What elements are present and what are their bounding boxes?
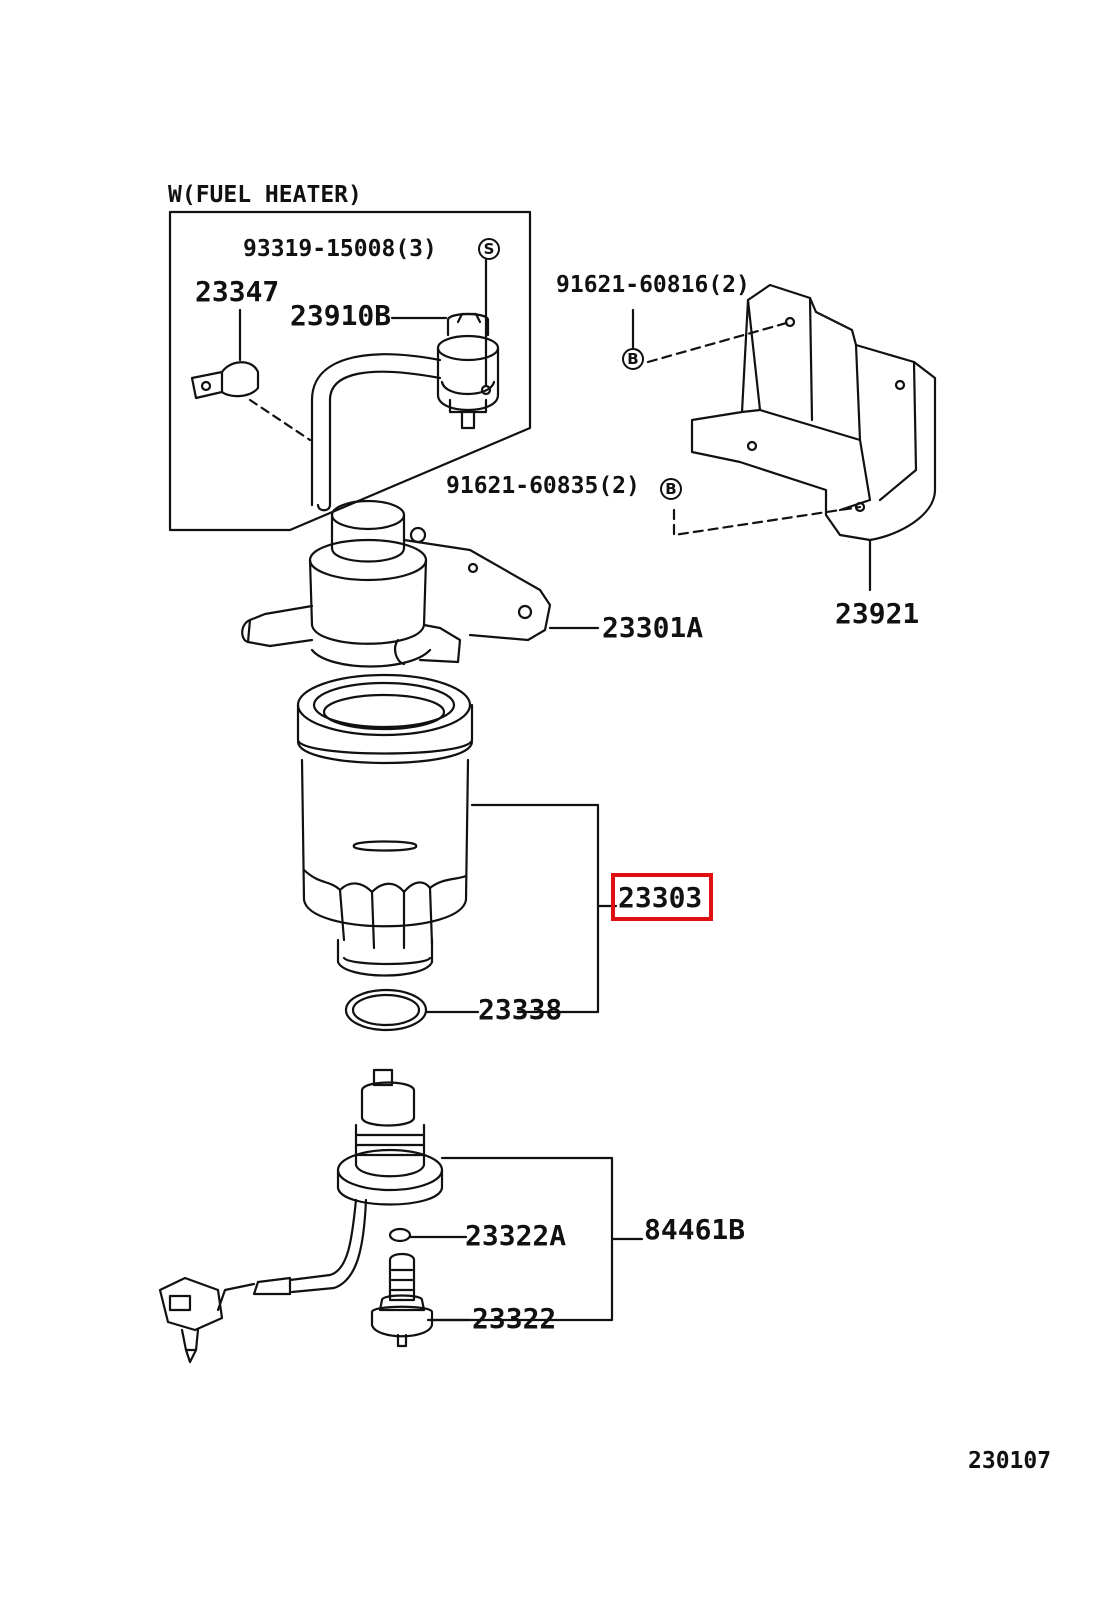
part-label-23910b[interactable]: 23910B [290,299,392,332]
part-label-84461b[interactable]: 84461B [644,1213,746,1246]
filter-head-23301a [241,499,600,668]
part-label-23303[interactable]: 23303 [618,881,703,914]
badge-b-upper: B [622,348,644,370]
part-label-23347[interactable]: 23347 [195,275,280,308]
water-sensor-84461b [158,1068,644,1364]
part-label-23921[interactable]: 23921 [835,597,920,630]
bracket-23921 [631,283,937,592]
drain-plug-23322 [370,1252,472,1348]
o-ring-23338 [344,988,480,1032]
inset-title: W(FUEL HEATER) [168,182,362,208]
fuel-heater-switch [436,258,500,430]
part-label-91621-60835[interactable]: 91621-60835(2) [446,473,640,499]
clamp-23347 [190,308,312,442]
fuel-heater-inset-box [168,210,532,532]
badge-b-lower: B [660,478,682,500]
part-label-91621-60816[interactable]: 91621-60816(2) [556,272,750,298]
highlight-box [611,873,713,921]
heater-hose-23910b [310,316,448,512]
part-label-93319[interactable]: 93319-15008(3) [243,236,437,262]
part-label-23322[interactable]: 23322 [472,1302,557,1335]
filter-cartridge-23303 [296,673,618,1014]
o-ring-23322a [388,1227,468,1243]
badge-s: S [478,238,500,260]
part-label-23322a[interactable]: 23322A [465,1219,567,1252]
part-label-23301a[interactable]: 23301A [602,611,704,644]
part-label-23338[interactable]: 23338 [478,993,563,1026]
drawing-id: 230107 [968,1448,1052,1474]
